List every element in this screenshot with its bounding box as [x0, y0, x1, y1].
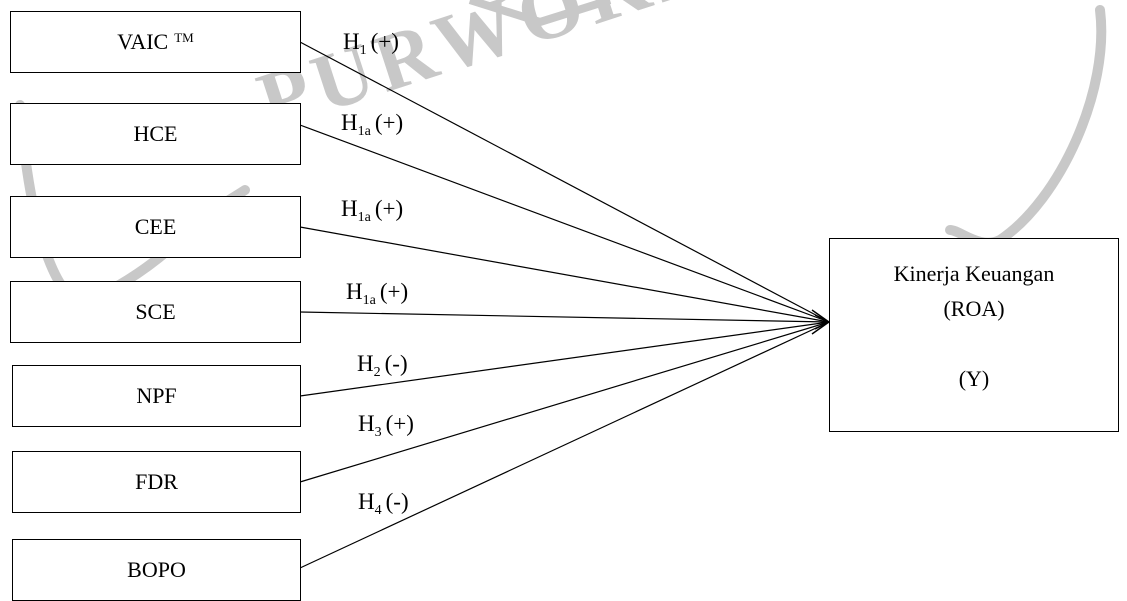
hyp-sign: (+) [374, 196, 404, 221]
dependent-label-line3: (Y) [958, 366, 990, 391]
hypothesis-label-h1a-cee: H1a(+) [341, 196, 404, 225]
hyp-sub: 2 [373, 365, 381, 380]
box-sce: SCE [10, 281, 301, 343]
box-hce: HCE [10, 103, 301, 165]
hyp-sign: (-) [384, 351, 408, 376]
hypothesis-label-h3: H3(+) [358, 411, 414, 440]
hypothesis-label-h4: H4(-) [358, 489, 409, 518]
dependent-label-line1: Kinerja Keuangan [893, 261, 1055, 286]
hyp-sign: (+) [370, 29, 399, 54]
hypothesis-label-h1: H1(+) [343, 29, 399, 58]
hyp-sub: 4 [374, 503, 382, 518]
box-vaic-sup: TM [174, 30, 194, 45]
box-fdr-label: FDR [135, 469, 178, 494]
box-hce-label: HCE [133, 121, 178, 146]
arrow-npf [299, 321, 830, 397]
hyp-sign: (+) [374, 110, 404, 135]
arrow-hce [299, 124, 830, 323]
hyp-h: H [358, 411, 375, 436]
hyp-sign: (+) [379, 279, 409, 304]
arrow-fdr [299, 321, 830, 483]
box-vaic: VAIC TM [10, 11, 301, 73]
hyp-h: H [341, 110, 358, 135]
box-dependent-roa: Kinerja Keuangan (ROA) (Y) [829, 238, 1119, 432]
hyp-h: H [341, 196, 358, 221]
hyp-h: H [357, 351, 374, 376]
box-sce-label: SCE [135, 299, 176, 324]
box-cee-label: CEE [134, 214, 177, 239]
hyp-h: H [346, 279, 363, 304]
hypothesis-label-h2: H2(-) [357, 351, 408, 380]
arrow-sce [299, 311, 830, 323]
dependent-label-line2: (ROA) [943, 296, 1005, 321]
hyp-sub: 1a [362, 293, 376, 308]
hyp-sub: 3 [374, 425, 382, 440]
hyp-sub: 1a [357, 124, 371, 139]
box-cee: CEE [10, 196, 301, 258]
hyp-sign: (+) [385, 411, 414, 436]
hyp-sign: (-) [385, 489, 409, 514]
box-fdr: FDR [12, 451, 301, 513]
box-npf-label: NPF [136, 383, 177, 408]
hypothesis-label-h1a-hce: H1a(+) [341, 110, 404, 139]
hyp-sub: 1a [357, 210, 371, 225]
hyp-h: H [358, 489, 375, 514]
box-vaic-label: VAIC [117, 29, 169, 54]
box-bopo-label: BOPO [127, 557, 186, 582]
hyp-sub: 1 [359, 43, 367, 58]
hypothesis-label-h1a-sce: H1a(+) [346, 279, 409, 308]
arrow-bopo [299, 321, 830, 569]
arrow-vaic [299, 41, 830, 323]
box-bopo: BOPO [12, 539, 301, 601]
hyp-h: H [343, 29, 360, 54]
arrow-cee [299, 226, 830, 323]
box-npf: NPF [12, 365, 301, 427]
